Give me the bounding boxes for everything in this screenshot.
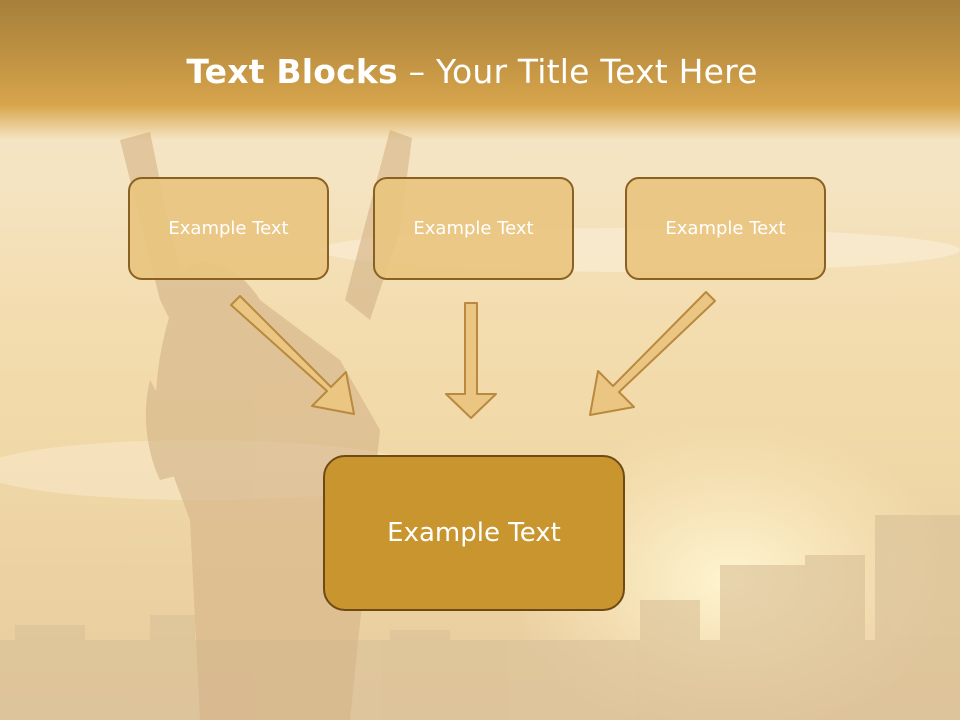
title-rest: Your Title Text Here <box>435 52 758 91</box>
arrow-down-left-icon <box>589 291 716 416</box>
title-dash: – <box>397 52 436 91</box>
slide-title: Text Blocks – Your Title Text Here <box>0 52 944 91</box>
arrow-down-right-icon <box>230 295 355 415</box>
title-band <box>0 0 960 140</box>
skyline <box>0 515 960 720</box>
main-text-block[interactable]: Example Text <box>323 455 625 611</box>
text-block-1[interactable]: Example Text <box>128 177 329 280</box>
title-bold: Text Blocks <box>186 52 398 91</box>
text-block-3[interactable]: Example Text <box>625 177 826 280</box>
text-block-2[interactable]: Example Text <box>373 177 574 280</box>
arrow-down-icon <box>445 302 497 419</box>
